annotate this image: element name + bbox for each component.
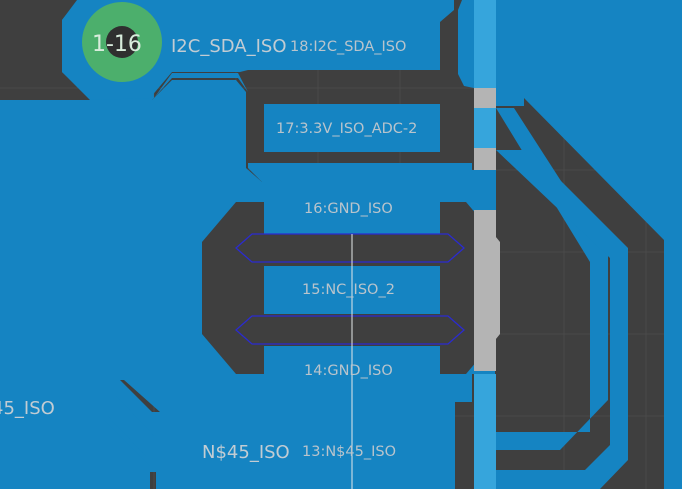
bus-mid[interactable] [474, 108, 496, 148]
net-label-n45-bottom: N$45_ISO [202, 442, 290, 463]
bus-lower[interactable] [474, 374, 496, 489]
bus-pour [474, 170, 496, 210]
component-outline-2[interactable] [235, 315, 465, 345]
keepout-notch [474, 210, 500, 366]
net-label-i2c-sda: I2C_SDA_ISO [171, 36, 287, 57]
pad-label-18: 18:I2C_SDA_ISO [290, 39, 406, 55]
pad-label-17: 17:3.3V_ISO_ADC-2 [276, 121, 417, 137]
pad-label-15: 15:NC_ISO_2 [302, 282, 395, 298]
pad-17[interactable] [264, 104, 440, 152]
pad-18[interactable] [264, 22, 440, 70]
pad-16[interactable] [264, 186, 440, 234]
copper-fill [496, 86, 524, 106]
via-label: 1-16 [92, 32, 142, 57]
component-outline-1[interactable] [235, 233, 465, 263]
copper-pour-right[interactable] [458, 0, 682, 489]
bus-upper[interactable] [474, 0, 496, 88]
trace-n45[interactable] [0, 396, 300, 456]
trace-right-diagonal-2[interactable] [496, 150, 628, 489]
pad-label-16: 16:GND_ISO [304, 201, 393, 217]
net-label-n45-left: 45_ISO [0, 398, 55, 419]
via-hole [106, 26, 138, 58]
copper-pour-lower-left[interactable] [0, 420, 150, 489]
pad-label-13: 13:N$45_ISO [302, 444, 396, 460]
pad-label-14: 14:GND_ISO [304, 363, 393, 379]
